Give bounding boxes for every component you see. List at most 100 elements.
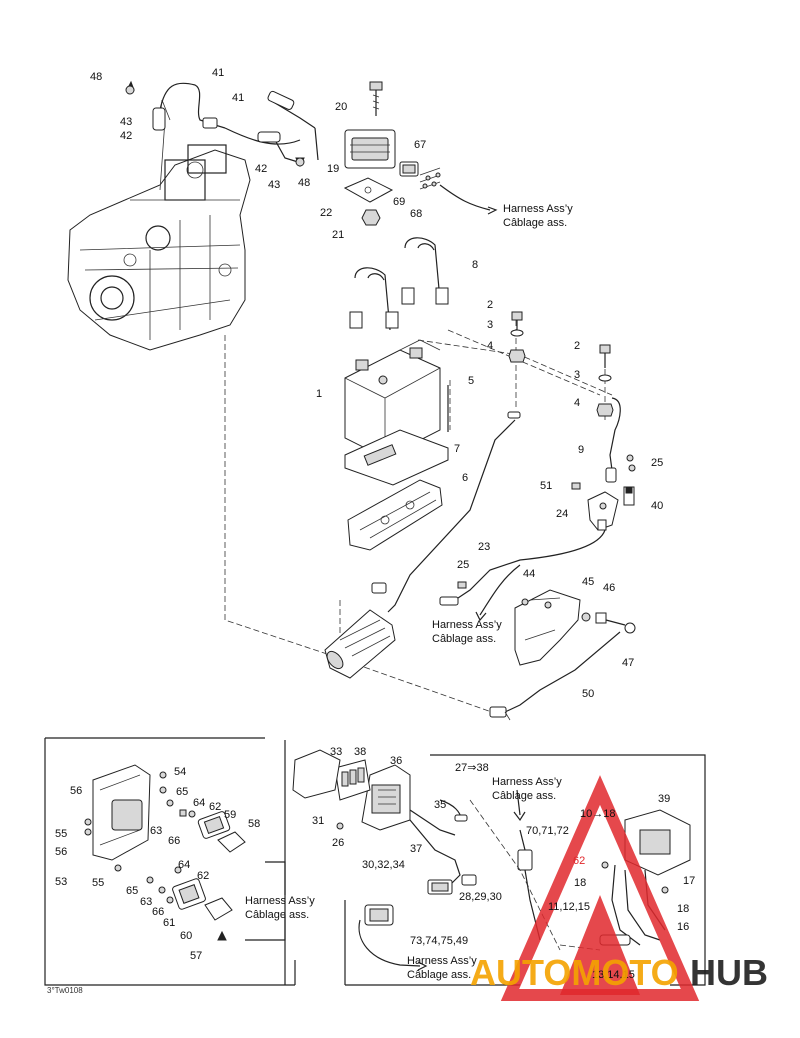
figure-code: 3°Tw0108 bbox=[47, 986, 83, 995]
label-66-top: 66 bbox=[168, 835, 180, 847]
label-53: 53 bbox=[55, 876, 67, 888]
label-13-15: 13,14,15 bbox=[592, 969, 635, 981]
label-62-top: 62 bbox=[209, 801, 221, 813]
bolt-stack-right bbox=[596, 344, 614, 417]
enclosure-53 bbox=[92, 764, 151, 861]
label-35: 35 bbox=[434, 799, 446, 811]
label-64-top: 64 bbox=[193, 797, 205, 809]
label-24: 24 bbox=[556, 508, 568, 520]
label-10-18: 10→18 bbox=[580, 808, 615, 820]
label-19: 19 bbox=[327, 163, 339, 175]
label-64-bottom: 64 bbox=[178, 859, 190, 871]
label-16: 16 bbox=[677, 921, 689, 933]
nut-21 bbox=[361, 209, 381, 226]
label-21: 21 bbox=[332, 229, 344, 241]
harness-label-top-2: Câblage ass. bbox=[503, 217, 567, 229]
label-63-bottom: 63 bbox=[140, 896, 152, 908]
connector-28-30 bbox=[461, 874, 477, 886]
label-42-left: 42 bbox=[120, 130, 132, 142]
arrow-harness-right bbox=[513, 811, 526, 822]
small-parts-inset-left-2 bbox=[146, 866, 182, 904]
label-39: 39 bbox=[658, 793, 670, 805]
wire-42-right bbox=[257, 131, 299, 163]
label-65-bottom: 65 bbox=[126, 885, 138, 897]
arrow-harness-bottom bbox=[417, 961, 428, 971]
connector-67 bbox=[399, 161, 419, 177]
cable-6 bbox=[371, 411, 521, 613]
label-25-right: 25 bbox=[651, 457, 663, 469]
label-73-75-49: 73,74,75,49 bbox=[410, 935, 468, 947]
label-2-right: 2 bbox=[574, 340, 580, 352]
cable-50-end bbox=[504, 711, 511, 721]
label-1: 1 bbox=[316, 388, 322, 400]
wire-41-mid bbox=[267, 90, 319, 161]
label-9: 9 bbox=[578, 444, 584, 456]
fuses-33-38 bbox=[334, 759, 371, 801]
label-48-right: 48 bbox=[298, 177, 310, 189]
label-5: 5 bbox=[468, 375, 474, 387]
label-63-top: 63 bbox=[150, 825, 162, 837]
label-43-left: 43 bbox=[120, 116, 132, 128]
bracket-39 bbox=[624, 809, 691, 876]
label-66-bottom: 66 bbox=[152, 906, 164, 918]
cover-31 bbox=[292, 749, 341, 799]
switch-45-46 bbox=[581, 612, 636, 634]
nuts-25-right bbox=[626, 454, 636, 472]
wire-harness-mid bbox=[479, 564, 521, 616]
watermark-brand-left: AUTOMOTO bbox=[470, 952, 679, 993]
bracket-line-58 bbox=[265, 861, 286, 895]
fuse-box-36 bbox=[361, 764, 411, 831]
label-11-15: 11,12,15 bbox=[548, 901, 590, 913]
label-61: 61 bbox=[163, 917, 175, 929]
battery-tray-7 bbox=[344, 429, 449, 486]
label-7: 7 bbox=[454, 443, 460, 455]
bolt-stack-left bbox=[508, 311, 526, 363]
label-26: 26 bbox=[332, 837, 344, 849]
screw-51 bbox=[571, 482, 581, 490]
screw-26 bbox=[336, 822, 344, 830]
harness-label-bottom-1: Harness Ass’y bbox=[407, 955, 477, 967]
frame-bracket-right bbox=[514, 589, 581, 666]
label-47: 47 bbox=[622, 657, 634, 669]
watermark-brand-right: HUB bbox=[690, 952, 768, 993]
harness-label-top-1: Harness Ass’y bbox=[503, 203, 573, 215]
watermark-logo bbox=[500, 775, 700, 1001]
label-18-right: 18 bbox=[677, 903, 689, 915]
label-27-38: 27⇒38 bbox=[455, 762, 489, 774]
label-56-top: 56 bbox=[70, 785, 82, 797]
label-28-30: 28,29,30 bbox=[459, 891, 502, 903]
bracket-40 bbox=[623, 486, 635, 506]
label-56-left: 56 bbox=[55, 846, 67, 858]
harness-label-mid-1: Harness Ass’y bbox=[432, 619, 502, 631]
part-48-left bbox=[125, 80, 135, 95]
label-3-left: 3 bbox=[487, 319, 493, 331]
label-57: 57 bbox=[190, 950, 202, 962]
label-36: 36 bbox=[390, 755, 402, 767]
harness-label-left-1: Harness Ass’y bbox=[245, 895, 315, 907]
engine-drawing bbox=[67, 99, 251, 351]
label-65-top: 65 bbox=[176, 786, 188, 798]
wire-to-harness-top bbox=[439, 184, 491, 211]
watermark-text: AUTOMOTO HUB bbox=[470, 952, 768, 993]
label-54: 54 bbox=[174, 766, 186, 778]
label-8: 8 bbox=[472, 259, 478, 271]
inset-box-left bbox=[44, 737, 296, 986]
label-3-right: 3 bbox=[574, 369, 580, 381]
label-23: 23 bbox=[478, 541, 490, 553]
dashed-inset-guide bbox=[469, 799, 561, 951]
starter-motor bbox=[324, 609, 396, 679]
label-17: 17 bbox=[683, 875, 695, 887]
label-55-left: 55 bbox=[55, 828, 67, 840]
plate-22 bbox=[343, 177, 394, 203]
bolt-20 bbox=[369, 81, 383, 116]
label-60: 60 bbox=[180, 930, 192, 942]
label-22: 22 bbox=[320, 207, 332, 219]
label-42-right: 42 bbox=[255, 163, 267, 175]
label-20: 20 bbox=[335, 101, 347, 113]
label-55-bottom: 55 bbox=[92, 877, 104, 889]
arrow-harness-mid bbox=[475, 611, 487, 622]
cable-9 bbox=[605, 397, 621, 483]
battery-support bbox=[347, 479, 443, 551]
label-4-right: 4 bbox=[574, 397, 580, 409]
label-70-72: 70,71,72 bbox=[526, 825, 569, 837]
